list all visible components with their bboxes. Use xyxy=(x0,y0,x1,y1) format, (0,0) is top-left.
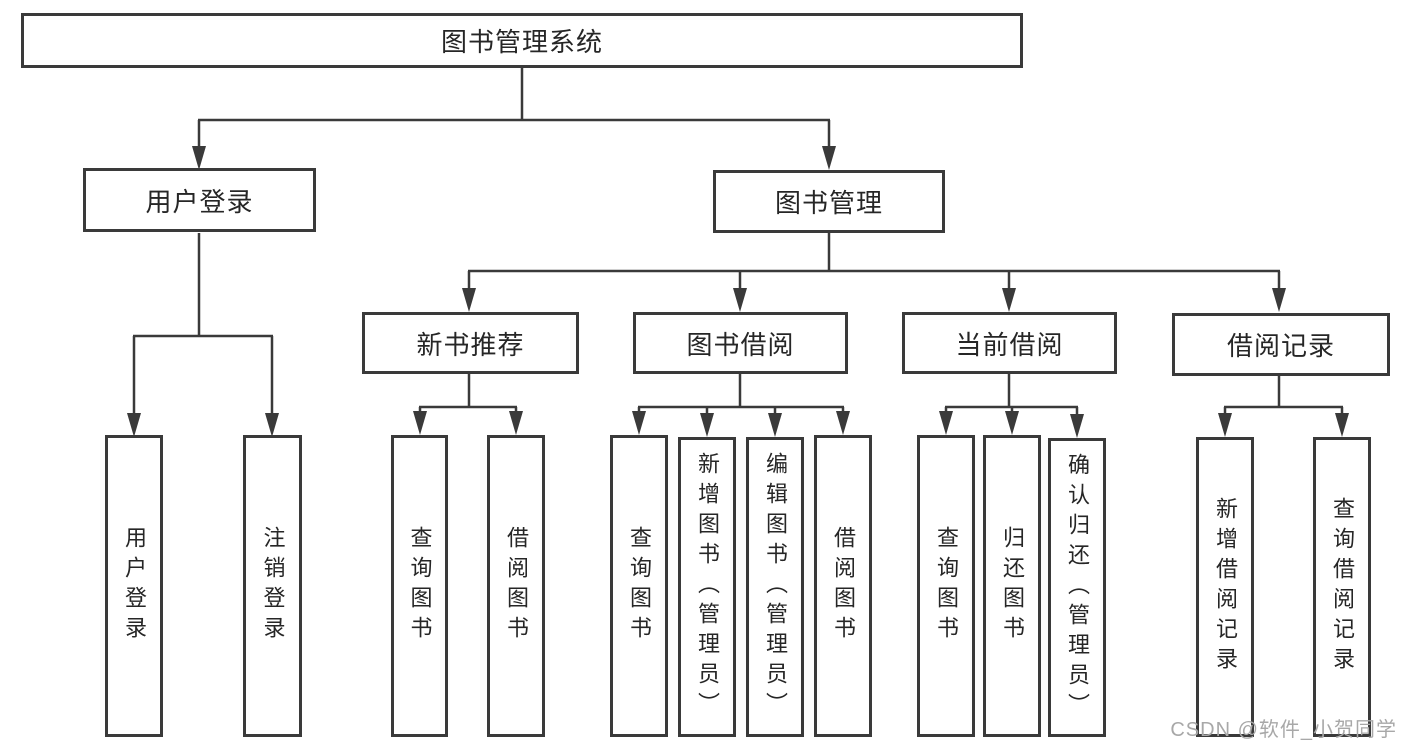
node-book-management-label: 图书管理 xyxy=(774,188,883,218)
leaf-logout-login: 注销登录 xyxy=(243,435,302,737)
leaf-records-query-record: 查询借阅记录 xyxy=(1313,437,1371,737)
leaf-current-return-books: 归还图书 xyxy=(983,435,1041,737)
leaf-current-return-books-label: 归还图书 xyxy=(1000,526,1025,646)
node-current-borrow-label: 当前借阅 xyxy=(955,329,1064,360)
arrow-down-icon xyxy=(822,146,836,170)
leaf-newbooks-query-books-label: 查询图书 xyxy=(407,526,433,646)
arrow-down-icon xyxy=(1272,288,1286,312)
node-user-login: 用户登录 xyxy=(83,168,316,232)
leaf-borrow-add-books-admin-label: 新增图书（管理员） xyxy=(695,452,720,722)
leaf-user-login: 用户登录 xyxy=(105,435,163,737)
leaf-borrow-borrow-books-label: 借阅图书 xyxy=(831,526,856,646)
leaf-records-query-record-label: 查询借阅记录 xyxy=(1330,497,1355,677)
arrow-down-icon xyxy=(265,413,279,437)
arrow-down-icon xyxy=(1005,411,1019,435)
arrow-down-icon xyxy=(1218,413,1232,437)
node-book-borrow-label: 图书借阅 xyxy=(686,329,795,360)
arrow-down-icon xyxy=(413,411,427,435)
arrow-down-icon xyxy=(836,411,850,435)
arrow-down-icon xyxy=(1070,414,1084,438)
leaf-newbooks-borrow-books-label: 借阅图书 xyxy=(504,526,529,646)
leaf-borrow-query-books-label: 查询图书 xyxy=(627,526,652,646)
connector-lines xyxy=(132,68,1344,416)
leaf-current-confirm-return-admin: 确认归还（管理员） xyxy=(1048,438,1106,737)
node-borrow-records: 借阅记录 xyxy=(1172,313,1390,376)
leaf-current-query-books: 查询图书 xyxy=(917,435,975,737)
node-current-borrow: 当前借阅 xyxy=(902,312,1117,374)
arrow-down-icon xyxy=(700,413,714,437)
arrow-down-icon xyxy=(768,413,782,437)
leaf-current-confirm-return-admin-label: 确认归还（管理员） xyxy=(1065,452,1090,723)
leaf-newbooks-query-books: 查询图书 xyxy=(391,435,448,737)
arrow-down-icon xyxy=(1002,288,1016,312)
leaf-logout-login-label: 注销登录 xyxy=(260,526,286,646)
leaf-records-add-record-label: 新增借阅记录 xyxy=(1213,497,1238,677)
arrow-down-icon xyxy=(192,146,206,170)
leaf-records-add-record: 新增借阅记录 xyxy=(1196,437,1254,737)
leaf-borrow-edit-books-admin: 编辑图书（管理员） xyxy=(746,437,804,737)
node-root: 图书管理系统 xyxy=(21,13,1023,68)
leaf-borrow-add-books-admin: 新增图书（管理员） xyxy=(678,437,736,737)
leaf-borrow-query-books: 查询图书 xyxy=(610,435,668,737)
node-root-label: 图书管理系统 xyxy=(440,27,603,57)
node-book-borrow: 图书借阅 xyxy=(633,312,848,374)
node-user-login-label: 用户登录 xyxy=(145,186,254,217)
leaf-newbooks-borrow-books: 借阅图书 xyxy=(487,435,545,737)
leaf-user-login-label: 用户登录 xyxy=(122,526,147,646)
node-borrow-records-label: 借阅记录 xyxy=(1226,331,1335,361)
arrow-down-icon xyxy=(462,288,476,312)
arrow-down-icon xyxy=(733,288,747,312)
arrow-down-icon xyxy=(632,411,646,435)
csdn-watermark: CSDN @软件_小贺同学 xyxy=(1170,719,1397,741)
node-new-book-recommend-label: 新书推荐 xyxy=(416,329,525,360)
leaf-borrow-edit-books-admin-label: 编辑图书（管理员） xyxy=(763,452,788,722)
arrow-down-icon xyxy=(939,411,953,435)
arrow-down-icon xyxy=(1335,413,1349,437)
leaf-borrow-borrow-books: 借阅图书 xyxy=(814,435,872,737)
node-new-book-recommend: 新书推荐 xyxy=(362,312,579,374)
arrow-down-icon xyxy=(127,413,141,437)
node-book-management: 图书管理 xyxy=(713,170,945,233)
arrow-down-icon xyxy=(509,411,523,435)
leaf-current-query-books-label: 查询图书 xyxy=(934,526,959,646)
